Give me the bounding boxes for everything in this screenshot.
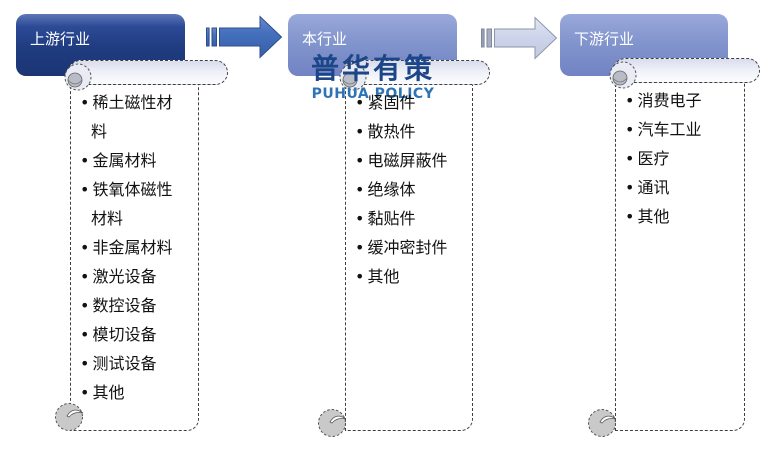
list-item: 测试设备 xyxy=(80,349,179,378)
list-item: 非金属材料 xyxy=(80,233,179,262)
scroll-top-curl-icon xyxy=(609,61,637,89)
list-item: 通讯 xyxy=(625,173,725,202)
scroll-bottom-curl-icon xyxy=(55,403,84,431)
striped-right-arrow-icon xyxy=(206,15,283,59)
downstream-item-list: 消费电子汽车工业医疗通讯其他 xyxy=(615,74,745,231)
list-item: 消费电子 xyxy=(625,86,725,115)
scroll-top-curl-icon xyxy=(64,63,92,91)
list-item: 数控设备 xyxy=(80,291,179,320)
scroll-top-roll xyxy=(343,60,490,85)
header-current-label: 本行业 xyxy=(302,30,348,48)
list-item: 金属材料 xyxy=(80,146,179,175)
scroll-bottom-curl-icon xyxy=(588,409,617,437)
list-item: 紧固件 xyxy=(355,88,453,117)
list-item: 其他 xyxy=(625,202,725,231)
scroll-bottom-curl-icon xyxy=(318,409,347,437)
list-item: 其他 xyxy=(80,378,179,407)
scroll-top-roll xyxy=(613,58,760,83)
scroll-top-roll xyxy=(68,60,228,85)
list-item: 其他 xyxy=(355,262,453,291)
header-downstream-label: 下游行业 xyxy=(574,30,635,48)
list-item: 模切设备 xyxy=(80,320,179,349)
list-item: 铁氧体磁性材料 xyxy=(80,175,179,233)
list-item: 汽车工业 xyxy=(625,115,725,144)
list-item: 电磁屏蔽件 xyxy=(355,146,453,175)
striped-right-arrow-icon xyxy=(481,16,558,60)
upstream-item-list: 稀土磁性材料金属材料铁氧体磁性材料非金属材料激光设备数控设备模切设备测试设备其他 xyxy=(70,76,199,407)
list-item: 稀土磁性材料 xyxy=(80,88,179,146)
list-item: 散热件 xyxy=(355,117,453,146)
list-item: 医疗 xyxy=(625,144,725,173)
list-item: 黏贴件 xyxy=(355,204,453,233)
list-item: 缓冲密封件 xyxy=(355,233,453,262)
current-item-list: 紧固件散热件电磁屏蔽件绝缘体黏贴件缓冲密封件其他 xyxy=(345,76,473,291)
scroll-top-curl-icon xyxy=(339,63,367,91)
header-upstream-label: 上游行业 xyxy=(30,30,91,48)
list-item: 绝缘体 xyxy=(355,175,453,204)
list-item: 激光设备 xyxy=(80,262,179,291)
watermark-chinese: 普华有策 xyxy=(310,52,435,85)
